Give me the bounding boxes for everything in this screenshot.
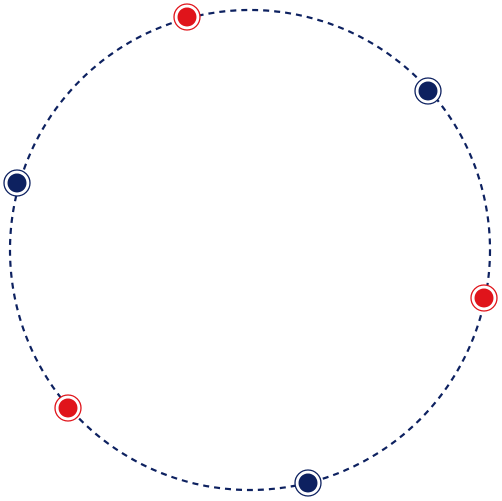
node-left — [3, 169, 31, 197]
node-bottom-dot — [298, 473, 318, 493]
node-left-dot — [7, 173, 27, 193]
node-upper-right-dot — [418, 81, 438, 101]
node-top — [173, 3, 201, 31]
node-right-dot — [474, 288, 494, 308]
node-bottom — [294, 469, 322, 497]
dashed-ring — [8, 8, 492, 492]
node-right — [470, 284, 498, 312]
node-group — [3, 3, 498, 497]
node-lower-left — [54, 394, 82, 422]
node-lower-left-dot — [58, 398, 78, 418]
node-top-dot — [177, 7, 197, 27]
node-upper-right — [414, 77, 442, 105]
